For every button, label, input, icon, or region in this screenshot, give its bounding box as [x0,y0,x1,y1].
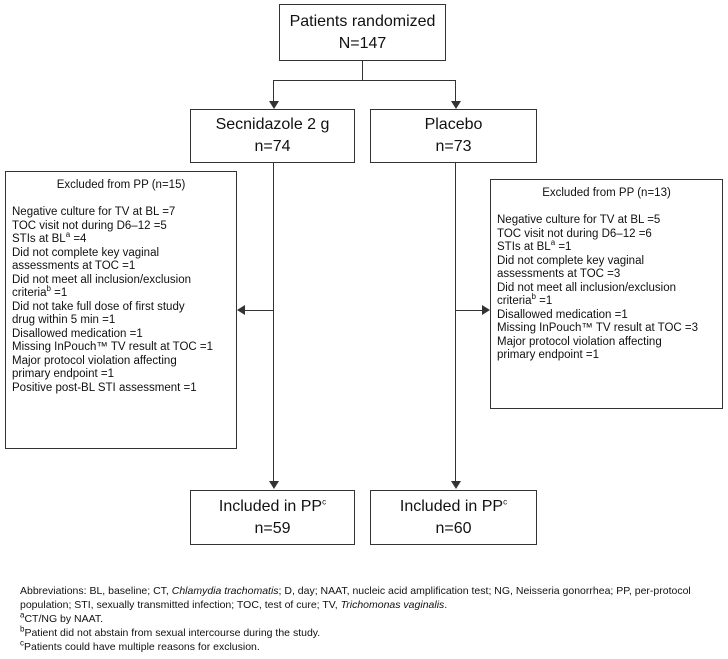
footnote: cPatients could have multiple reasons fo… [20,638,260,653]
excluded-right-box: Excluded from PP (n=13) Negative culture… [490,179,723,409]
exclusion-reason: STIs at BLa =1 [497,238,572,253]
footnote: aCT/NG by NAAT. [20,610,104,625]
footnotes: Abbreviations: BL, baseline; CT, Chlamyd… [20,584,715,654]
placebo-count: n=73 [435,138,472,155]
arrow-to-included-left [269,481,279,489]
arrow-to-placebo [451,101,461,109]
connector-right-drop [455,80,456,102]
arrow-to-secnidazole [269,101,279,109]
exclusion-reason: Negative culture for TV at BL =5 [497,214,661,226]
included-left-box: Included in PPc n=59 [190,490,355,545]
exclusion-reason: Disallowed medication =1 [497,308,628,321]
exclusion-reason: Positive post-BL STI assessment =1 [12,381,197,394]
placebo-box: Placebo n=73 [370,109,537,163]
exclusion-reason: Did not meet all inclusion/exclusion cri… [12,273,191,300]
exclusion-reason: STIs at BLa =4 [12,230,87,245]
secnidazole-count: n=74 [254,138,291,155]
exclusion-reason: Disallowed medication =1 [12,327,143,340]
connector-split-horizontal [273,80,456,81]
exclusion-reason: Did not complete key vaginal assessments… [12,246,160,273]
included-right-box: Included in PPc n=60 [370,490,537,545]
secnidazole-box: Secnidazole 2 g n=74 [190,109,355,163]
exclusion-reason: Negative culture for TV at BL =7 [12,206,176,218]
secnidazole-flow-line [273,163,274,481]
randomized-box: Patients randomized N=147 [279,4,446,61]
included-left-count: n=59 [254,519,291,537]
arrow-to-excluded-left [237,305,245,315]
exclusion-reason: TOC visit not during D6–12 =5 [12,219,167,232]
exclusion-reason: Did not meet all inclusion/exclusion cri… [497,281,676,308]
included-right-count: n=60 [435,519,472,537]
included-right-title: Included in PPc [399,497,508,515]
exclusion-reason: Major protocol violation affecting prima… [497,335,662,362]
exclusion-reason: Did not take full dose of first study dr… [12,300,185,327]
randomized-title: Patients randomized [289,12,436,30]
footnote-list: aCT/NG by NAAT.bPatient did not abstain … [20,610,715,654]
exclusion-reason: Missing InPouch™ TV result at TOC =1 [12,341,214,353]
exclusion-reason: TOC visit not during D6–12 =6 [497,227,652,240]
placebo-title: Placebo [424,116,483,133]
footnote: bPatient did not abstain from sexual int… [20,624,321,639]
abbreviations-note: Abbreviations: BL, baseline; CT, Chlamyd… [20,585,691,611]
included-left-title: Included in PPc [218,497,327,515]
branch-to-excluded-right [455,310,482,311]
branch-to-excluded-left [244,310,273,311]
secnidazole-title: Secnidazole 2 g [215,116,330,133]
excluded-right-title: Excluded from PP (n=13) [542,187,671,199]
placebo-flow-line [455,163,456,481]
arrow-to-included-right [451,481,461,489]
connector-left-drop [273,80,274,102]
arrow-to-excluded-right [482,305,490,315]
randomized-count: N=147 [338,34,387,52]
excluded-left-box: Excluded from PP (n=15) Negative culture… [5,171,237,449]
exclusion-reason: Major protocol violation affecting prima… [12,354,177,381]
exclusion-reason: Missing InPouch™ TV result at TOC =3 [497,322,699,334]
excluded-left-title: Excluded from PP (n=15) [56,179,186,191]
exclusion-reason: Did not complete key vaginal assessments… [497,254,645,281]
connector-top-vertical [362,61,363,80]
